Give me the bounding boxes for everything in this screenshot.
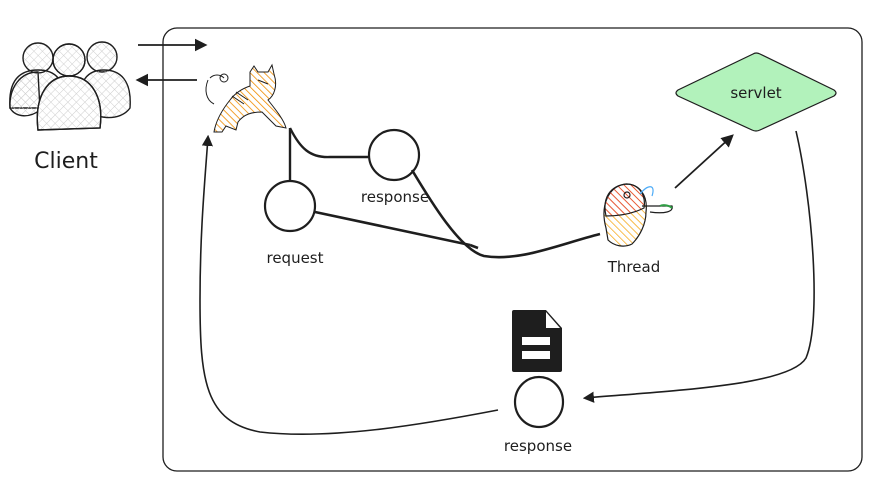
request-node <box>263 179 317 233</box>
response-node-bottom <box>513 375 565 429</box>
servlet-node <box>675 52 837 132</box>
document-icon <box>512 310 562 372</box>
request-label: request <box>266 249 323 267</box>
users-group-icon <box>9 41 131 131</box>
tomcat-cat-icon <box>205 63 287 133</box>
connector-tomcat-response <box>288 127 368 159</box>
arrow-response-to-tomcat <box>199 134 499 436</box>
connector-request-thread <box>314 210 471 247</box>
server-container-frame <box>162 27 863 472</box>
response-node-top <box>367 128 421 182</box>
arrow-servlet-to-response <box>582 130 815 403</box>
response-bottom-label: response <box>504 437 572 455</box>
thread-label: Thread <box>607 258 660 276</box>
servlet-label: servlet <box>730 84 781 102</box>
client-label: Client <box>34 149 98 174</box>
connector-response-thread <box>410 169 601 259</box>
arrow-thread-to-servlet <box>674 134 734 189</box>
response-top-label: response <box>361 188 429 206</box>
parrot-thread-icon <box>603 183 673 247</box>
